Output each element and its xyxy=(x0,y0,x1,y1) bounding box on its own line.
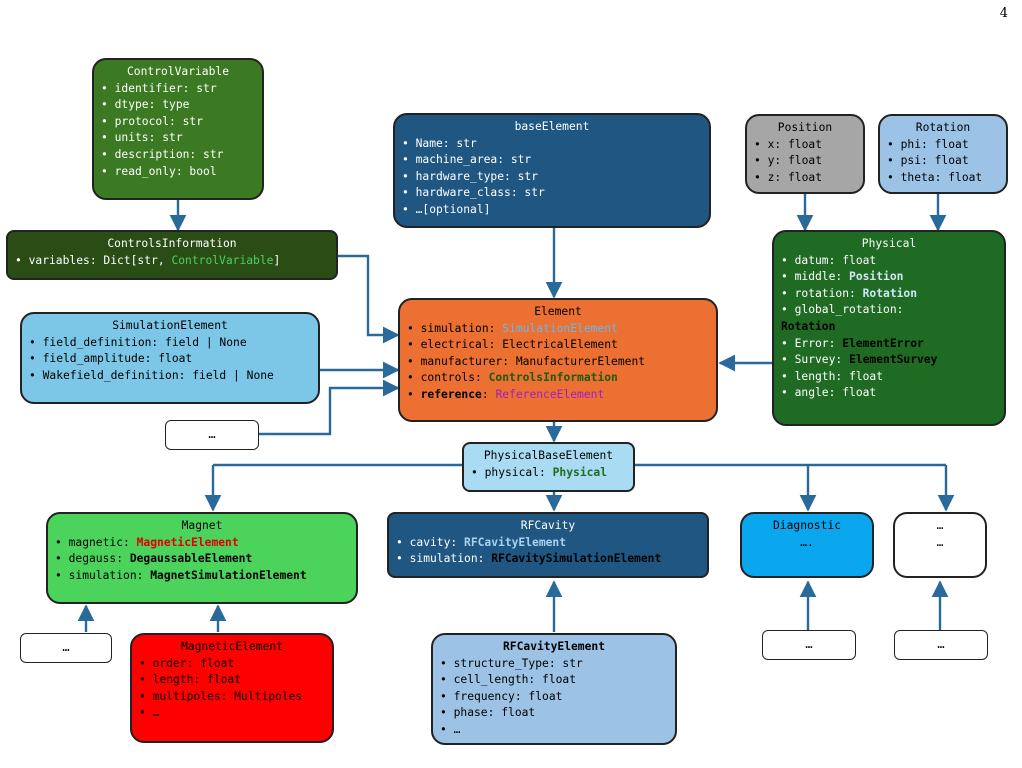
extra-box: … … xyxy=(893,512,987,578)
rf-cavity-element-field: • … xyxy=(440,722,461,736)
position-field: • x: float xyxy=(754,137,823,151)
magnet-field: • simulation: MagnetSimulationElement xyxy=(55,568,307,582)
control-variable-type: ControlVariable xyxy=(171,253,274,267)
physical-field: • global_rotation: xyxy=(781,303,904,317)
extra-line: … xyxy=(936,535,944,549)
element-field: • simulation: SimulationElement xyxy=(407,321,618,335)
diagnostic-box: Diagnostic …. xyxy=(740,512,874,578)
base-element-title: baseElement xyxy=(514,120,590,133)
magnet-field: • degauss: DegaussableElement xyxy=(55,552,253,566)
element-field: • manufacturer: ManufacturerElement xyxy=(407,354,646,368)
control-variable-field: • dtype: type xyxy=(101,98,190,112)
control-variable-title: ControlVariable xyxy=(126,65,230,78)
base-element-field: • …[optional] xyxy=(402,202,491,216)
simulation-element-field: • field_amplitude: float xyxy=(29,352,193,366)
physical-field-type: Rotation xyxy=(781,319,836,333)
position-box: Position • x: float • y: float • z: floa… xyxy=(745,114,865,194)
position-field: • y: float xyxy=(754,154,823,168)
placeholder-box: … xyxy=(762,630,856,660)
page-number: 4 xyxy=(999,6,1008,21)
control-variable-field: • read_only: bool xyxy=(101,164,217,178)
magnetic-element-field: • multipoles: Multipoles xyxy=(139,689,303,703)
magnetic-element-field: • length: float xyxy=(139,673,242,687)
simulation-element-box: SimulationElement • field_definition: fi… xyxy=(20,312,320,404)
magnet-title: Magnet xyxy=(181,519,223,532)
arrow-placeholder-to-element xyxy=(258,379,400,436)
placeholder-box: … xyxy=(894,630,988,660)
magnet-field: • magnetic: MagneticElement xyxy=(55,535,239,549)
rf-cavity-element-field: • cell_length: float xyxy=(440,673,577,687)
rf-cavity-element-title: RFCavityElement xyxy=(502,640,606,653)
rotation-field: • psi: float xyxy=(887,154,969,168)
rf-cavity-element-field: • frequency: float xyxy=(440,689,563,703)
physical-field: • datum: float xyxy=(781,253,877,267)
base-element-field: • machine_area: str xyxy=(402,153,532,167)
rotation-box: Rotation • phi: float • psi: float • the… xyxy=(878,114,1008,194)
control-variable-field: • identifier: str xyxy=(101,81,217,95)
element-field: • reference: ReferenceElement xyxy=(407,387,605,401)
base-element-box: baseElement • Name: str • machine_area: … xyxy=(393,113,711,228)
physical-field: • middle: Position xyxy=(781,270,904,284)
rf-cavity-element-box: RFCavityElement • structure_Type: str • … xyxy=(431,633,677,745)
physical-base-element-box: PhysicalBaseElement • physical: Physical xyxy=(462,442,635,492)
physical-title: Physical xyxy=(861,237,917,250)
base-element-field: • hardware_type: str xyxy=(402,169,539,183)
control-variable-field: • units: str xyxy=(101,131,183,145)
physical-base-element-field: • physical: Physical xyxy=(471,465,608,479)
arrow-controlsinformation-to-element xyxy=(338,254,400,344)
magnetic-element-field: • … xyxy=(139,706,160,720)
position-title: Position xyxy=(777,121,833,134)
controls-information-box: ControlsInformation • variables: Dict[st… xyxy=(6,230,338,280)
magnetic-element-box: MagneticElement • order: float • length:… xyxy=(130,633,334,743)
element-title: Element xyxy=(534,305,582,318)
rotation-title: Rotation xyxy=(915,121,971,134)
control-variable-box: ControlVariable • identifier: str • dtyp… xyxy=(92,58,264,200)
physical-box: Physical • datum: float • middle: Positi… xyxy=(772,230,1006,426)
base-element-field: • Name: str xyxy=(402,136,477,150)
element-box: Element • simulation: SimulationElement … xyxy=(398,298,718,422)
element-field: • controls: ControlsInformation xyxy=(407,371,618,385)
physical-field: • rotation: Rotation xyxy=(781,286,918,300)
rf-cavity-box: RFCavity • cavity: RFCavityElement • sim… xyxy=(387,512,709,578)
magnetic-element-field: • order: float xyxy=(139,656,235,670)
rf-cavity-element-field: • structure_Type: str xyxy=(440,656,583,670)
magnetic-element-title: MagneticElement xyxy=(180,640,284,653)
physical-field: • length: float xyxy=(781,369,884,383)
rotation-field: • theta: float xyxy=(887,170,983,184)
simulation-element-field: • field_definition: field | None xyxy=(29,335,247,349)
position-field: • z: float xyxy=(754,170,823,184)
physical-base-element-title: PhysicalBaseElement xyxy=(483,449,614,462)
diagnostic-title: Diagnostic xyxy=(772,519,841,532)
placeholder-box: … xyxy=(20,633,112,663)
controls-information-field: • variables: Dict[str, ControlVariable] xyxy=(15,253,281,267)
control-variable-field: • description: str xyxy=(101,147,224,161)
rf-cavity-field: • simulation: RFCavitySimulationElement xyxy=(396,552,662,566)
magnet-box: Magnet • magnetic: MagneticElement • deg… xyxy=(46,512,358,604)
simulation-element-field: • Wakefield_definition: field | None xyxy=(29,368,274,382)
physical-field: • Survey: ElementSurvey xyxy=(781,353,938,367)
physical-field: • Error: ElementError xyxy=(781,336,924,350)
rf-cavity-field: • cavity: RFCavityElement xyxy=(396,535,567,549)
controls-information-title: ControlsInformation xyxy=(107,237,237,250)
simulation-element-title: SimulationElement xyxy=(112,319,228,332)
extra-line: … xyxy=(936,519,944,532)
rf-cavity-element-field: • phase: float xyxy=(440,706,536,720)
rf-cavity-title: RFCavity xyxy=(520,519,576,532)
physical-field: • angle: float xyxy=(781,386,877,400)
rotation-field: • phi: float xyxy=(887,137,969,151)
placeholder-box: … xyxy=(165,420,259,450)
diagnostic-body: …. xyxy=(800,535,814,549)
element-field: • electrical: ElectricalElement xyxy=(407,338,618,352)
base-element-field: • hardware_class: str xyxy=(402,186,545,200)
control-variable-field: • protocol: str xyxy=(101,114,204,128)
